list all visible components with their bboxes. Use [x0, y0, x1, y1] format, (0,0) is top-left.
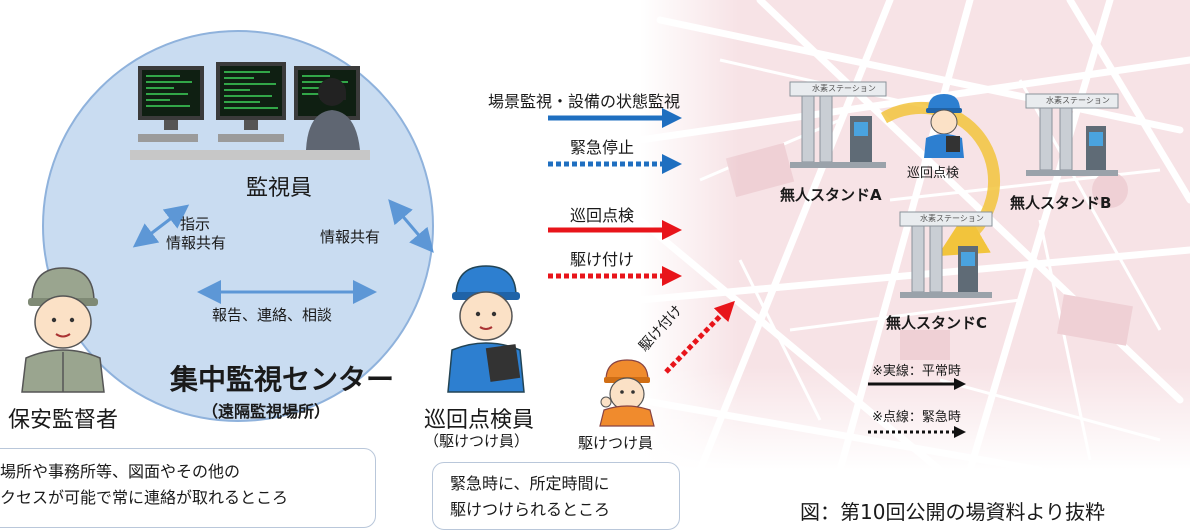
station-b-illustration	[1025, 93, 1119, 176]
center-link-arrows	[132, 199, 434, 304]
station-b-label: 無人スタンドB	[1010, 194, 1112, 212]
arrow-label-patrol: 巡回点検	[570, 206, 635, 225]
supervisor-label: 保安監督者	[8, 408, 119, 433]
patrol-worker-illustration	[924, 94, 964, 158]
left-note-line2: クセスが可能で常に連絡が取れるところ	[0, 488, 289, 507]
center-title: 集中監視センター	[170, 363, 395, 396]
station-a-illustration	[789, 81, 887, 168]
station-c-label: 無人スタンドC	[886, 314, 988, 332]
middle-note-line2: 駆けつけられるところ	[450, 500, 611, 519]
monitoring-operator-illustration	[130, 62, 370, 160]
station-a-sign: 水素ステーション	[812, 84, 876, 93]
link-right-label: 情報共有	[320, 228, 381, 246]
middle-note-line1: 緊急時に、所定時間に	[450, 474, 610, 493]
station-a-label: 無人スタンドA	[780, 186, 882, 204]
legend-solid-label: ※実線：平常時	[872, 364, 961, 379]
station-b-sign: 水素ステーション	[1046, 96, 1110, 105]
responder-label: 駆けつけ員	[578, 434, 654, 452]
legend-dotted-label: ※点線：緊急時	[872, 410, 961, 425]
left-note-line1: 場所や事務所等、図面やその他の	[0, 462, 241, 481]
station-c-sign: 水素ステーション	[920, 214, 984, 223]
link-bottom-label: 報告、連絡、相談	[212, 306, 333, 324]
arrow-diagonal-rush	[664, 300, 735, 374]
inspector-illustration	[447, 265, 525, 393]
figure-caption: 図：第10回公開の場資料より抜粋	[800, 500, 1106, 524]
arrow-label-rush: 駆け付け	[570, 250, 635, 269]
inspector-label: 巡回点検員	[424, 408, 535, 433]
center-subtitle: （遠隔監視場所）	[202, 402, 331, 421]
arrow-label-monitoring: 場景監視・設備の状態監視	[488, 92, 681, 111]
inspector-sub-label: （駆けつけ員）	[424, 432, 530, 450]
supervisor-illustration	[21, 267, 105, 393]
station-c-illustration	[899, 211, 993, 298]
right-link-arrow	[388, 199, 434, 253]
arrow-label-emergency-stop: 緊急停止	[570, 138, 635, 157]
operator-label: 監視員	[246, 176, 313, 201]
left-link-arrow	[132, 204, 190, 248]
responder-illustration	[599, 359, 655, 427]
link-left-line1: 指示	[180, 215, 211, 233]
patrol-label: 巡回点検	[907, 166, 960, 181]
link-left-line2: 情報共有	[166, 234, 227, 252]
